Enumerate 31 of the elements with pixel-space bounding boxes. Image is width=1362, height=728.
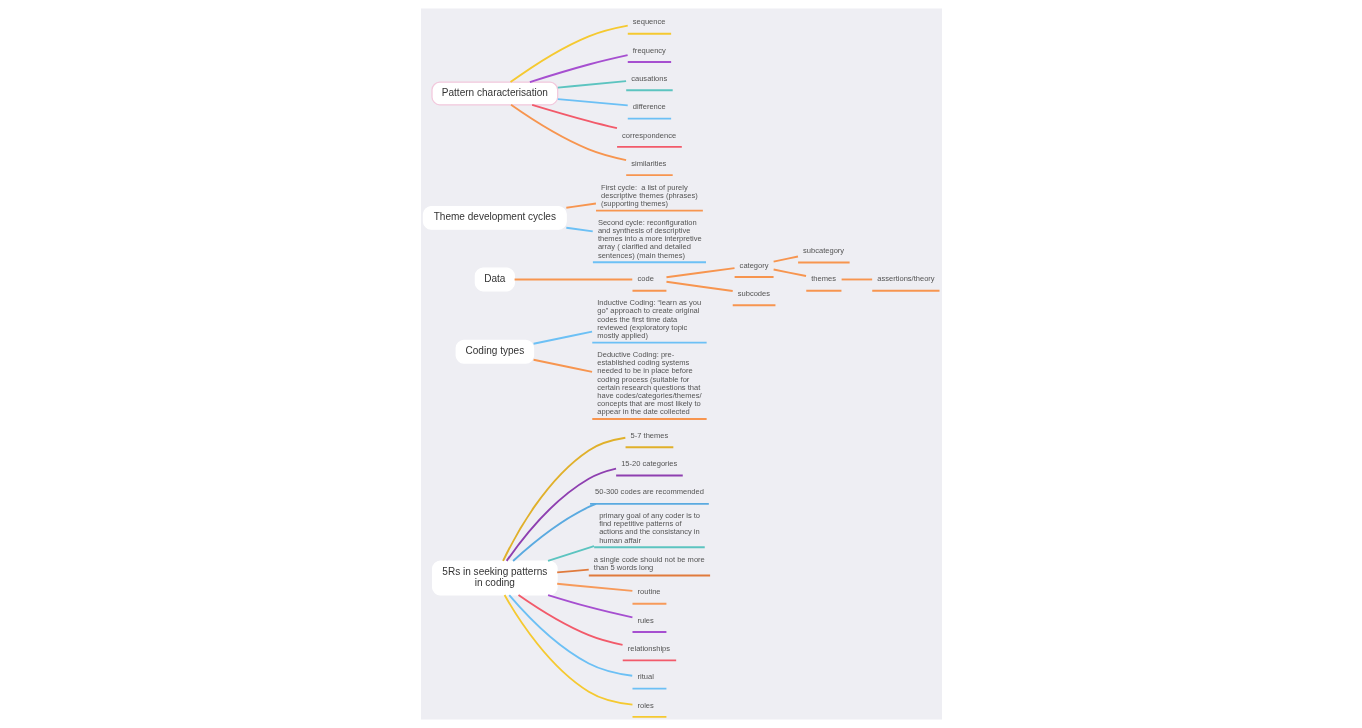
connector [532,358,593,373]
connector [528,54,629,84]
connector [665,267,735,279]
connector [509,103,627,161]
connector [509,24,629,84]
connector [555,568,590,574]
connector [501,436,626,562]
connector [507,594,633,677]
node-box: Pattern characterisation [430,81,558,106]
node-box: Theme development cycles [422,205,567,230]
connector [556,80,627,89]
connector [503,594,633,706]
connector [530,103,618,130]
connector [532,330,593,345]
node-box: Coding types [455,339,534,364]
connector [840,278,873,281]
connector [772,255,799,263]
connector [772,268,807,277]
connector [513,278,633,281]
connector [505,467,617,562]
connector [564,226,594,233]
connector [546,545,595,562]
node-box: Data [474,267,515,292]
connector [665,280,734,292]
connector [517,594,623,646]
connector [546,594,633,619]
connector [511,502,597,562]
node-box: 5Rs in seeking patterns in coding [431,560,558,596]
connector [564,202,597,209]
connector [556,98,629,107]
connector [555,582,633,592]
